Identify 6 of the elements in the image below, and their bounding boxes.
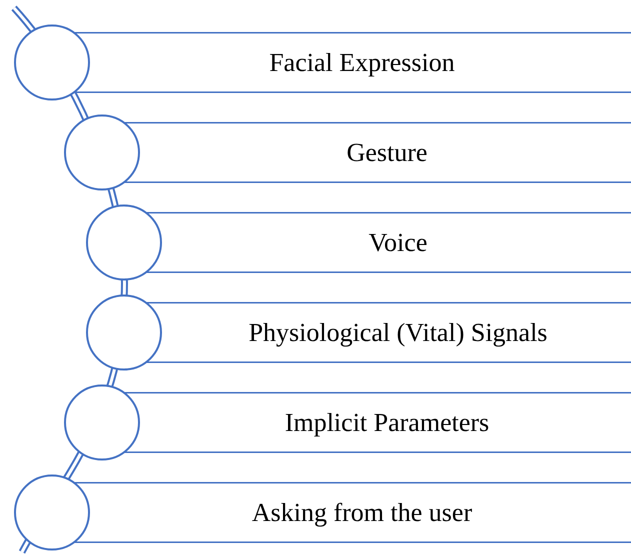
list-item-label: Gesture — [346, 138, 428, 168]
list-item-label: Implicit Parameters — [284, 408, 490, 438]
list-item-label: Physiological (Vital) Signals — [248, 318, 548, 348]
list-item-label: Voice — [368, 228, 428, 258]
list-item-label: Asking from the user — [252, 498, 472, 528]
list-item-label: Facial Expression — [269, 48, 455, 78]
